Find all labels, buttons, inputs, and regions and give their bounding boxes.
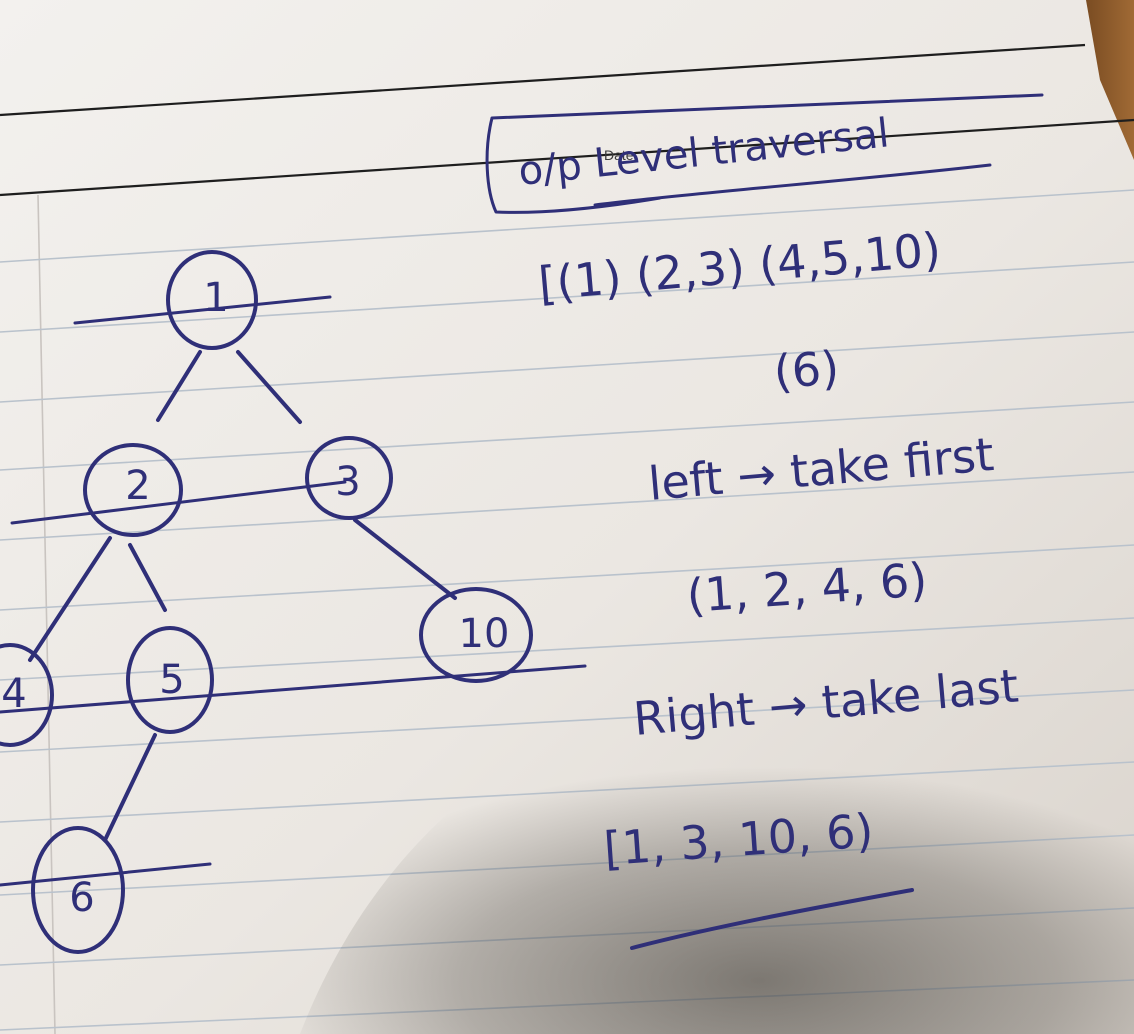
edge-3-10 xyxy=(353,518,457,600)
edge-2-4 xyxy=(28,536,112,662)
level-line-1 xyxy=(73,295,332,325)
level-line-3 xyxy=(0,664,587,714)
edge-5-6 xyxy=(103,733,157,842)
svg-text:4: 4 xyxy=(1,671,26,717)
page-fold-line xyxy=(0,43,1086,117)
tree-node-3: 3 xyxy=(305,436,393,520)
tree-node-5: 5 xyxy=(126,626,214,734)
title-box xyxy=(485,93,1044,214)
edge-1-2 xyxy=(156,350,202,422)
edge-1-3 xyxy=(236,350,302,424)
tree-node-4: 4 xyxy=(0,643,54,747)
printed-date-mark: Date xyxy=(604,147,634,163)
tree-node-1: 1 xyxy=(166,250,258,350)
tree-node-10: 10 xyxy=(419,587,533,683)
edge-2-5 xyxy=(128,543,167,612)
tree-node-2: 2 xyxy=(83,443,183,537)
svg-text:2: 2 xyxy=(125,463,150,509)
result-underline xyxy=(630,888,914,950)
levels-line-2: (6) xyxy=(772,341,841,399)
hand-shadow xyxy=(300,677,1134,1034)
binary-tree: 1 2 3 4 5 10 6 xyxy=(0,250,587,954)
tree-node-6: 6 xyxy=(31,826,125,954)
svg-text:6: 6 xyxy=(69,875,94,921)
svg-text:1: 1 xyxy=(203,275,228,321)
svg-text:5: 5 xyxy=(159,657,184,703)
svg-text:3: 3 xyxy=(335,459,360,505)
margin-line xyxy=(37,194,56,1034)
svg-text:10: 10 xyxy=(459,611,510,657)
header-rule xyxy=(0,118,1134,197)
